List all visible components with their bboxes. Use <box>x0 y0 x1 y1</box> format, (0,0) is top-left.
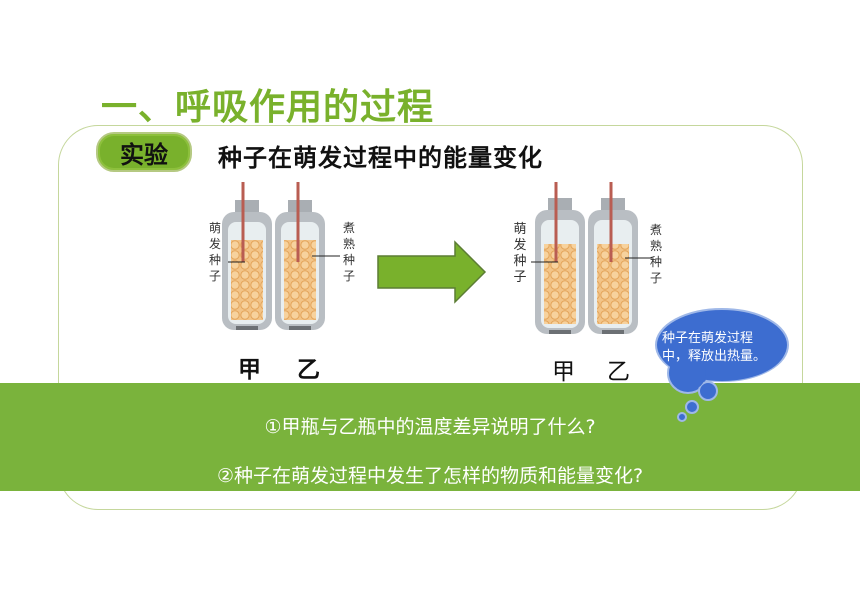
jar-b-label-before: 乙 <box>297 357 320 383</box>
question-1: ①甲瓶与乙瓶中的温度差异说明了什么? <box>264 416 596 438</box>
experiment-subtitle: 种子在萌发过程中的能量变化 <box>218 144 543 172</box>
question-2: ②种子在萌发过程中发生了怎样的物质和能量变化? <box>216 465 644 487</box>
thought-cloud-icon <box>655 308 789 422</box>
thermos-flask-a-before <box>222 182 272 330</box>
question-panel <box>0 383 860 491</box>
label-germinating-seeds-before: 萌发种子 <box>208 221 221 283</box>
label-cooked-seeds-before: 煮熟种子 <box>342 221 355 283</box>
jar-a-label-before: 甲 <box>238 357 261 383</box>
content-frame <box>58 125 803 510</box>
thermos-flask-a-after <box>531 182 585 334</box>
label-germinating-seeds-after: 萌发种子 <box>513 222 527 285</box>
thermos-flask-b-before <box>275 182 340 330</box>
callout-text: 种子在萌发过程中，释放出热量。 <box>662 331 767 364</box>
right-arrow-icon <box>377 240 487 304</box>
label-cooked-seeds-after: 煮熟种子 <box>649 223 662 285</box>
experiment-badge: 实验 <box>96 132 192 172</box>
page-title: 一、呼吸作用的过程 <box>101 87 435 128</box>
jar-b-label-after: 乙 <box>607 359 630 385</box>
thermos-flask-b-after <box>588 182 652 334</box>
jar-a-label-after: 甲 <box>552 359 575 385</box>
